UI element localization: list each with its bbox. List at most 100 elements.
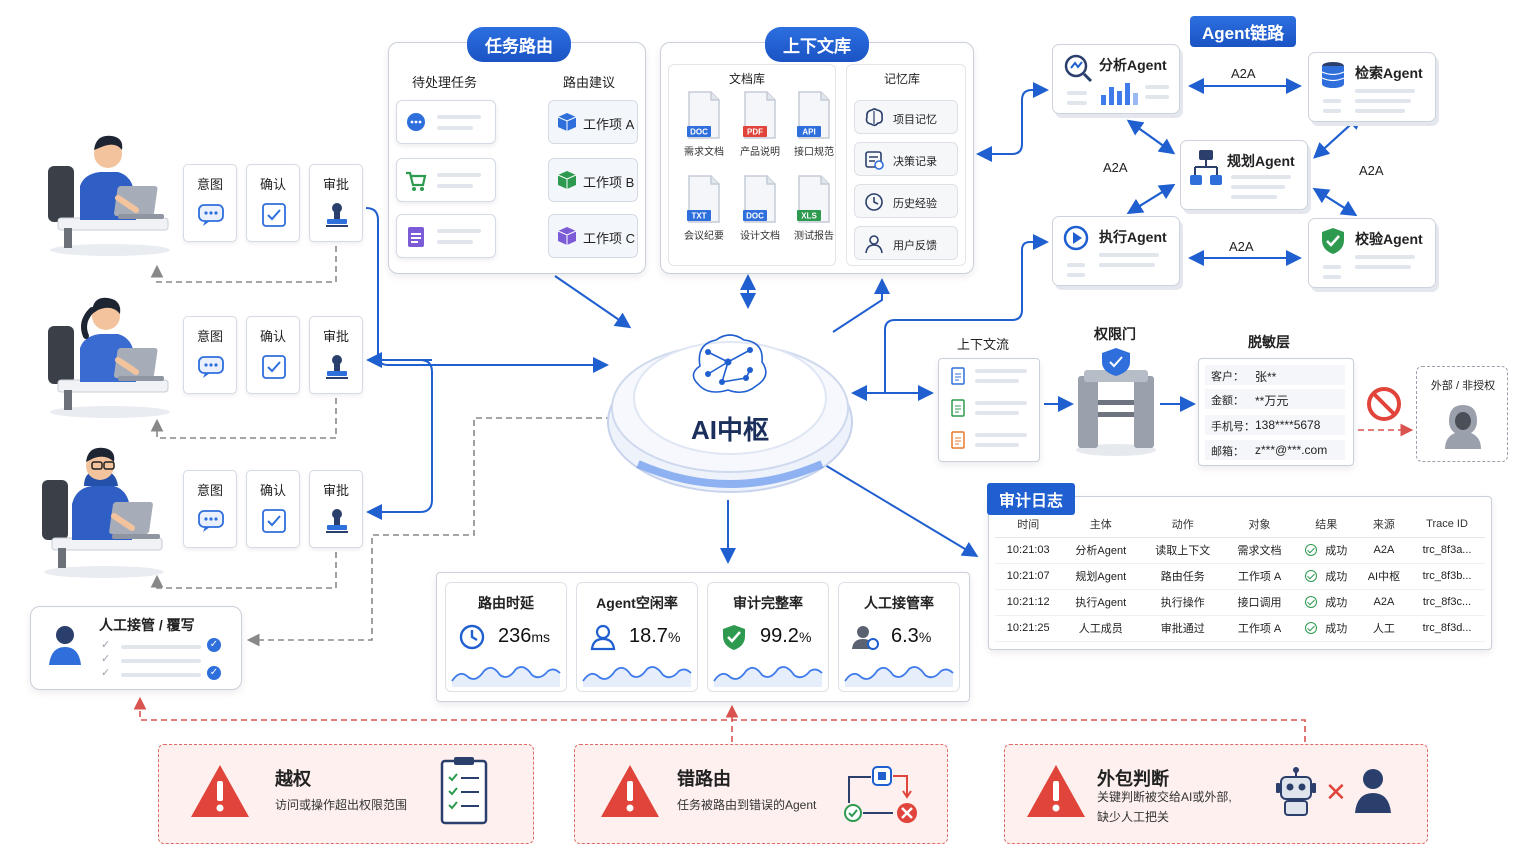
audit-cell: 分析Agent [1061,537,1141,564]
pending-task-chat[interactable] [396,100,496,144]
agent-plan[interactable]: 规划Agent [1180,140,1308,210]
audit-column-header[interactable]: Trace ID [1409,511,1485,538]
route-label: 工作项 B [583,175,635,190]
block-icon [1366,386,1402,422]
manual-takeover-panel[interactable]: 人工接管 / 覆写 ✓ ✓ ✓ ✓ ✓ [30,606,242,690]
doc-library-label: 文档库 [729,72,766,86]
confirm-label: 确认 [259,177,286,192]
intent-step-1[interactable]: 意图 [183,164,237,242]
memory-item[interactable]: 用户反馈 [854,226,958,260]
intent-step-2[interactable]: 意图 [183,316,237,394]
audit-cell: 需求文档 [1225,537,1294,564]
masking-layer-label: 脱敏层 [1248,334,1290,350]
history-clock-icon [865,193,883,211]
pending-tasks-label: 待处理任务 [412,75,478,90]
metric-value: 6.3% [891,625,931,648]
memory-item[interactable]: 决策记录 [854,142,958,176]
approve-step-2[interactable]: 审批 [309,316,363,394]
audit-result-cell: 成功 [1293,537,1359,564]
memory-item[interactable]: 历史经验 [854,184,958,218]
audit-cell: 10:21:03 [995,537,1062,564]
chat-icon [198,510,224,532]
audit-column-header[interactable]: 结果 [1293,511,1359,538]
checkbox-icon [262,509,286,533]
agent-analyze[interactable]: 分析Agent [1052,44,1180,114]
metric-number: 99.2 [760,625,799,647]
audit-column-header[interactable]: 主体 [1061,511,1141,538]
audit-column-header[interactable]: 来源 [1358,511,1410,538]
agent-verify[interactable]: 校验Agent [1308,218,1436,288]
stamp-icon [326,203,348,227]
pending-task-cart[interactable] [396,158,496,202]
check-icon: ✓ [101,639,111,651]
doc-name: 测试报告 [794,231,834,242]
risk-desc-line-2: 缺少人工把关 [1097,810,1170,824]
metric-unit: % [667,629,681,645]
risk-overreach[interactable]: 越权 访问或操作超出权限范围 [158,744,534,844]
masked-field-value: 张** [1255,370,1277,384]
context-flow-label: 上下文流 [957,337,1010,352]
database-icon [1321,62,1345,88]
masked-field-key: 手机号： [1211,421,1255,433]
cube-icon [557,227,577,245]
route-suggest-label: 路由建议 [563,75,616,90]
audit-cell: trc_8f3d... [1409,615,1485,642]
agent-search[interactable]: 检索Agent [1308,52,1436,122]
a2a-label: A2A [1231,66,1256,81]
checkbox-icon [262,203,286,227]
check-icon: ✓ [101,653,111,665]
route-label: 工作项 A [583,117,635,132]
intent-step-3[interactable]: 意图 [183,470,237,548]
risk-misroute[interactable]: 错路由 任务被路由到错误的Agent [574,744,948,844]
memory-item[interactable]: 项目记忆 [854,100,958,134]
agent-execute[interactable]: 执行Agent [1052,216,1180,286]
memory-label: 项目记忆 [893,114,937,126]
audit-cell: 工作项 A [1225,563,1294,590]
audit-cell: 执行操作 [1140,589,1226,616]
task-routing-title: 任务路由 [467,27,571,62]
document-icon [951,431,965,449]
audit-column-header[interactable]: 时间 [995,511,1062,538]
check-circle-icon [1305,570,1318,582]
confirm-label: 确认 [259,483,286,498]
risk-title: 越权 [275,769,311,789]
pending-task-doc[interactable] [396,214,496,258]
route-work-item-c[interactable]: 工作项 C [548,214,638,258]
ai-hub[interactable]: AI中枢 [604,304,856,500]
risk-outsourced-judgment[interactable]: 外包判断 关键判断被交给AI或外部, 缺少人工把关 ✕ [1004,744,1428,844]
approve-step-1[interactable]: 审批 [309,164,363,242]
check-circle-icon: ✓ [207,638,221,652]
approve-step-3[interactable]: 审批 [309,470,363,548]
confirm-step-3[interactable]: 确认 [246,470,300,548]
confirm-step-2[interactable]: 确认 [246,316,300,394]
sparkline [713,666,823,687]
doc-name: 设计文档 [740,231,780,242]
audit-column-header[interactable]: 动作 [1140,511,1226,538]
confirm-step-1[interactable]: 确认 [246,164,300,242]
audit-result: 成功 [1325,545,1348,557]
hooded-figure-icon [1445,405,1481,449]
external-label: 外部 / 非授权 [1430,380,1496,392]
route-work-item-a[interactable]: 工作项 A [548,100,638,144]
metric-value: 99.2% [760,625,811,648]
route-work-item-b[interactable]: 工作项 B [548,158,638,202]
sparkline [582,666,692,687]
masked-field-key: 邮箱： [1211,446,1244,458]
doc-name: 需求文档 [684,147,724,158]
audit-column-header[interactable]: 对象 [1225,511,1294,538]
audit-cell: 10:21:07 [995,563,1062,590]
